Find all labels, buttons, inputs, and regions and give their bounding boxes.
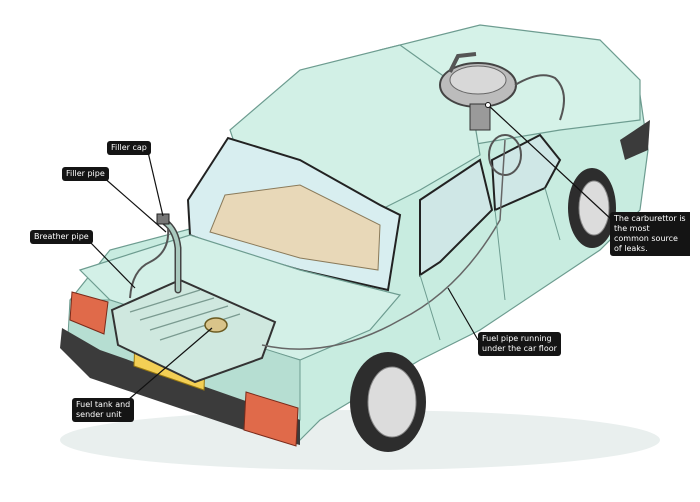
fuel-tank-label: Fuel tank and sender unit <box>72 398 135 422</box>
air-filter-top <box>449 65 507 95</box>
carburettor-body <box>469 103 491 131</box>
breather-pipe-label: Breather pipe <box>30 230 93 244</box>
air-intake-snorkel <box>448 52 477 73</box>
fuel-line <box>261 139 506 350</box>
leader-filler-pipe <box>101 175 167 233</box>
leader-fuel-pipe <box>447 287 479 341</box>
leader-filler-cap <box>147 151 164 217</box>
rear-bumper <box>60 328 300 445</box>
side-bumper <box>620 120 650 160</box>
leader-lines <box>87 104 613 401</box>
door-seams <box>419 187 561 341</box>
leader-tank <box>127 327 213 401</box>
filler-pipe-label: Filler pipe <box>62 167 109 181</box>
side-window-front <box>490 133 562 212</box>
tail-light-right <box>243 391 299 447</box>
rear-wheel-rim <box>367 366 417 438</box>
front-wheel-rim <box>578 180 610 236</box>
carburettor-label: The carburettor is the most common sourc… <box>610 212 690 256</box>
rear-seat <box>209 184 381 271</box>
breather-pipe-shape <box>129 227 170 299</box>
engine-hoses <box>514 74 565 121</box>
ground-shadow <box>60 410 660 470</box>
steering-wheel <box>488 134 522 176</box>
fuel-tank-ribs <box>129 289 241 341</box>
side-window-rear <box>419 158 494 277</box>
sender-unit <box>204 317 228 333</box>
fuel-pipe-label: Fuel pipe running under the car floor <box>478 332 561 356</box>
filler-cap-label: Filler cap <box>107 141 151 155</box>
tail-light-left <box>69 291 109 335</box>
leader-carb <box>487 104 613 221</box>
leader-breather <box>87 239 136 289</box>
leader-dot-carb <box>485 102 491 108</box>
